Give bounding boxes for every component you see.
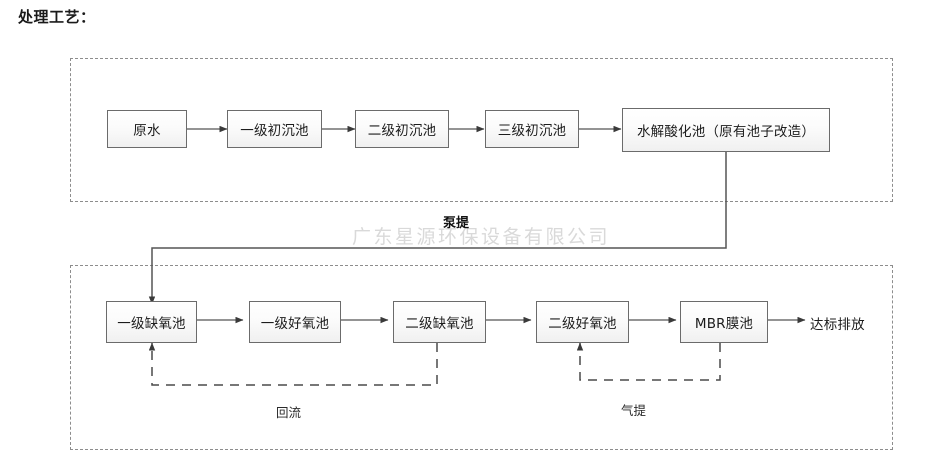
watermark-text: 广东星源环保设备有限公司 (352, 226, 611, 248)
label-return-sludge: 回流 (276, 405, 302, 420)
label-pump-lift: 泵提 (443, 216, 470, 231)
page-title: 处理工艺： (18, 8, 96, 26)
box-primary-settling-1[interactable]: 一级初沉池 (227, 110, 322, 148)
label-compliant-discharge: 达标排放 (810, 317, 865, 333)
box-aerobic-2[interactable]: 二级好氧池 (536, 301, 629, 343)
label-air-lift: 气提 (621, 403, 647, 418)
connector-return-sludge (148, 342, 438, 386)
box-primary-settling-3[interactable]: 三级初沉池 (485, 110, 579, 148)
box-mbr-membrane[interactable]: MBR膜池 (680, 301, 768, 343)
box-anoxic-1[interactable]: 一级缺氧池 (106, 301, 197, 343)
connector-pump-lift (148, 152, 727, 305)
biological-treatment-region (70, 265, 893, 450)
box-raw-water[interactable]: 原水 (107, 110, 187, 148)
connector-air-lift (576, 342, 721, 381)
pretreatment-region (70, 58, 893, 202)
box-anoxic-2[interactable]: 二级缺氧池 (393, 301, 486, 343)
box-aerobic-1[interactable]: 一级好氧池 (249, 301, 341, 343)
box-primary-settling-2[interactable]: 二级初沉池 (355, 110, 449, 148)
box-hydrolysis-acidification[interactable]: 水解酸化池（原有池子改造） (622, 108, 830, 152)
